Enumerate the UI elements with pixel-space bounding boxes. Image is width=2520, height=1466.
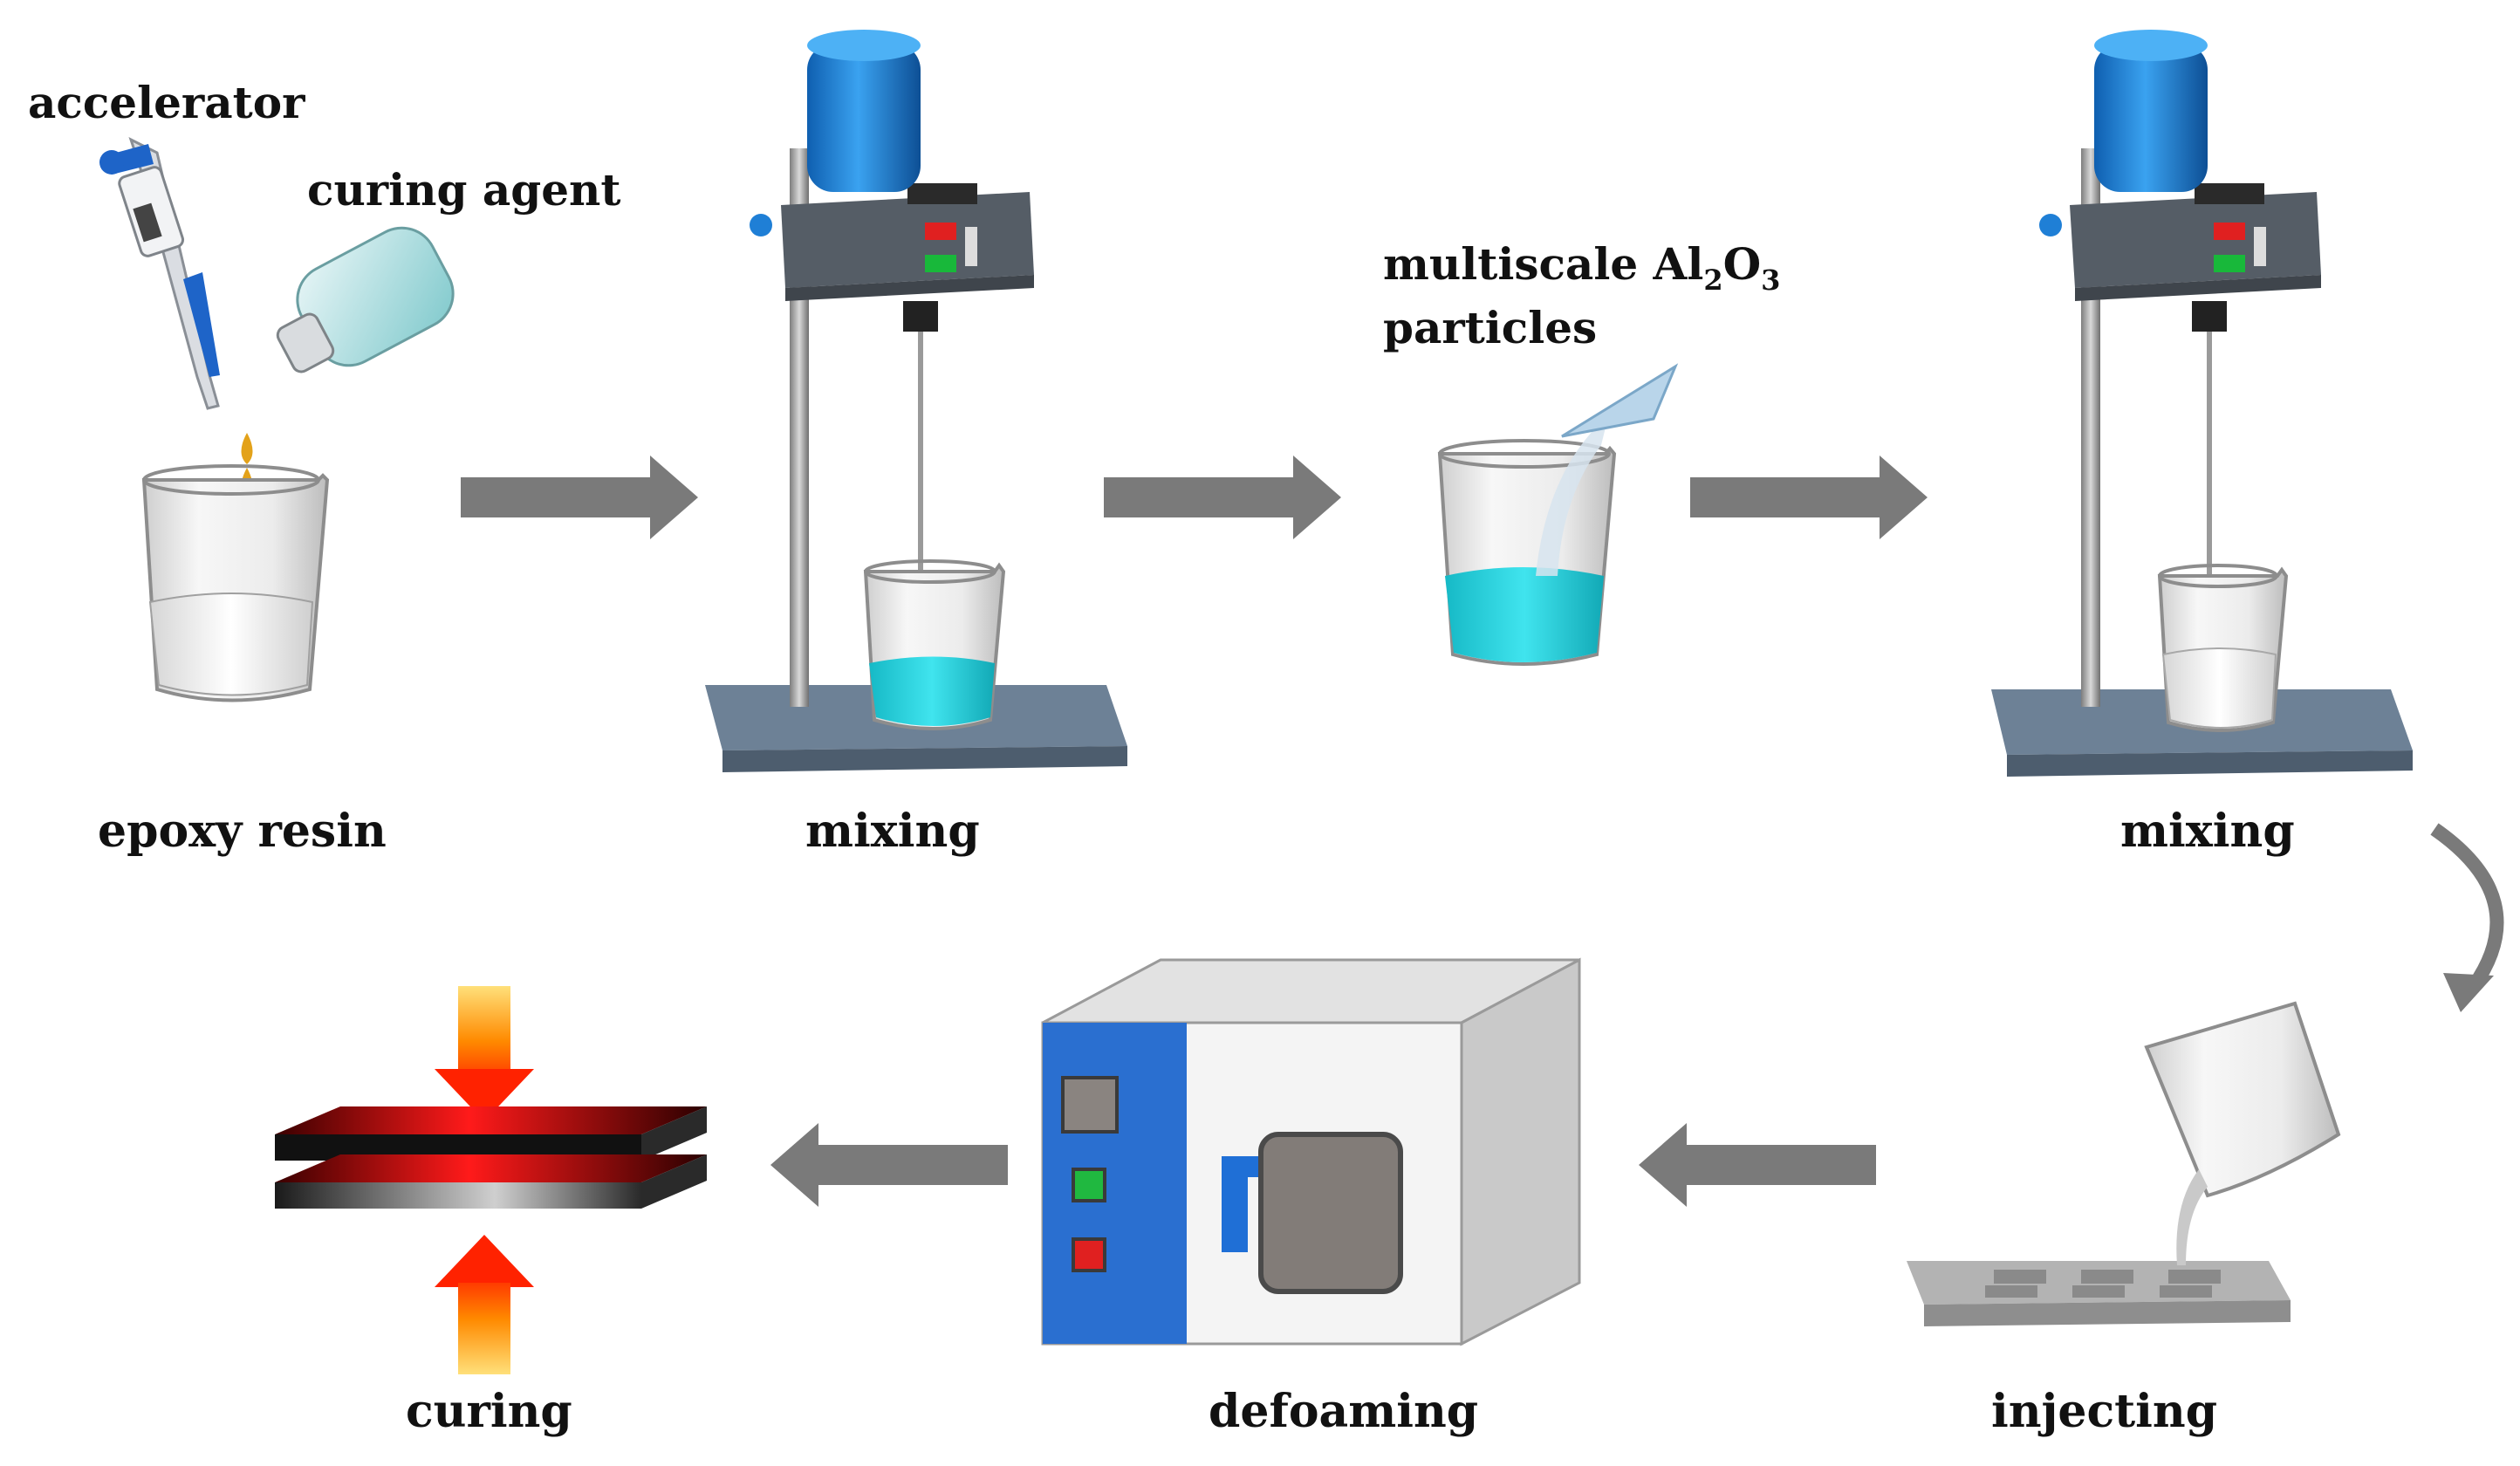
flow-arrow-5 bbox=[770, 1123, 1008, 1207]
label-curing-agent: curing agent bbox=[307, 164, 620, 216]
heat-arrow-top-icon bbox=[435, 986, 534, 1121]
vacuum-oven-icon bbox=[1041, 957, 1581, 1346]
curing-agent-bottle-icon bbox=[276, 226, 455, 373]
label-epoxy-resin: epoxy resin bbox=[98, 805, 387, 858]
label-mixing-2: mixing bbox=[2120, 805, 2295, 858]
label-particles-line2: particles bbox=[1383, 302, 1597, 353]
flow-arrow-1 bbox=[461, 456, 698, 539]
flow-arrow-2 bbox=[1104, 456, 1341, 539]
label-accelerator: accelerator bbox=[28, 77, 305, 128]
mold-tray-icon bbox=[1907, 1261, 2291, 1326]
particles-scoop-icon bbox=[1561, 363, 1679, 438]
pouring-beaker-icon bbox=[2144, 1001, 2341, 1265]
mixer-2-icon bbox=[1991, 30, 2413, 777]
label-injecting: injecting bbox=[1991, 1385, 2217, 1438]
epoxy-beaker-icon bbox=[141, 464, 330, 702]
label-mixing-1: mixing bbox=[805, 805, 980, 858]
label-defoaming: defoaming bbox=[1209, 1385, 1478, 1438]
heat-arrow-bottom-icon bbox=[435, 1235, 534, 1374]
flow-arrow-3 bbox=[1690, 456, 1928, 539]
heated-plates-icon bbox=[275, 1106, 707, 1209]
mixer-1-icon bbox=[705, 30, 1127, 772]
curved-arrow-icon bbox=[2430, 823, 2504, 1012]
flow-arrow-4 bbox=[1639, 1123, 1876, 1207]
particles-beaker-icon bbox=[1437, 410, 1617, 666]
label-particles: multiscale Al2O3 bbox=[1383, 238, 1780, 297]
pipette-icon bbox=[99, 137, 220, 410]
label-curing: curing bbox=[406, 1385, 572, 1438]
